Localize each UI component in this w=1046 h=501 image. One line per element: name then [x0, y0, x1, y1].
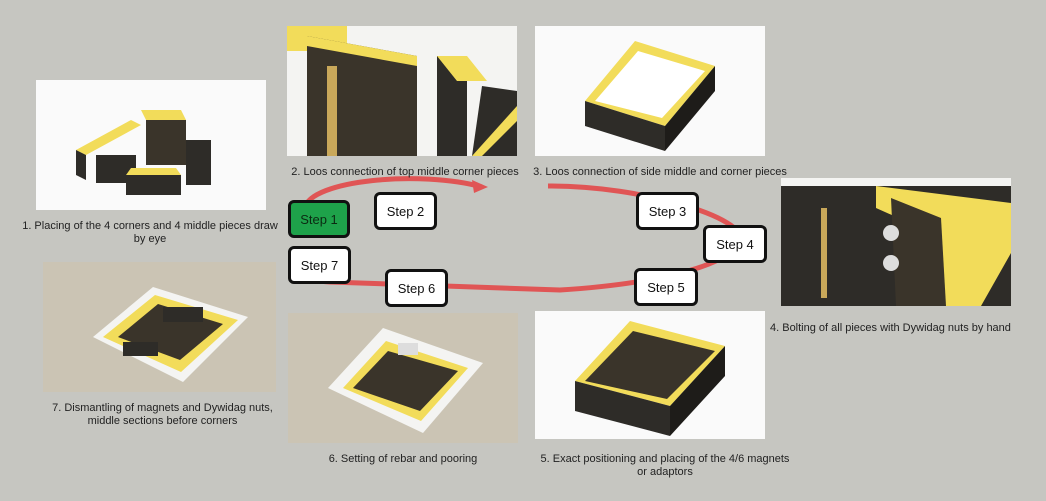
step3-image: [535, 26, 765, 156]
step1-caption: 1. Placing of the 4 corners and 4 middle…: [22, 220, 278, 245]
step3-caption: 3. Loos connection of side middle and co…: [533, 166, 787, 178]
step7-caption: 7. Dismantling of magnets and Dywidag nu…: [52, 402, 273, 427]
step-7-badge: Step 7: [288, 246, 351, 284]
step5-caption: 5. Exact positioning and placing of the …: [540, 453, 790, 478]
step2-image: [287, 26, 517, 156]
step-4-badge: Step 4: [703, 225, 767, 263]
step1-image: [36, 80, 266, 210]
step4-caption: 4. Bolting of all pieces with Dywidag nu…: [770, 322, 1011, 334]
step-1-badge: Step 1: [288, 200, 350, 238]
step-3-badge: Step 3: [636, 192, 699, 230]
step4-image: [781, 178, 1011, 306]
step5-image: [535, 311, 765, 439]
step6-image: [288, 313, 518, 443]
step7-image: [43, 262, 276, 392]
step-5-badge: Step 5: [634, 268, 698, 306]
step6-caption: 6. Setting of rebar and pooring: [328, 453, 478, 465]
step2-caption: 2. Loos connection of top middle corner …: [291, 166, 519, 178]
step-6-badge: Step 6: [385, 269, 448, 307]
step-2-badge: Step 2: [374, 192, 437, 230]
